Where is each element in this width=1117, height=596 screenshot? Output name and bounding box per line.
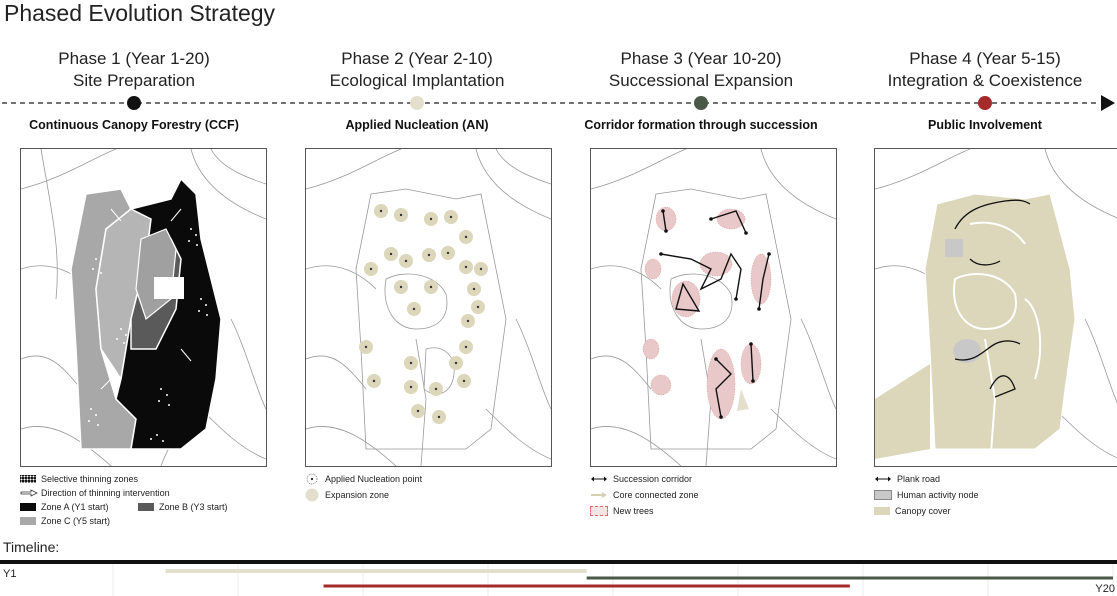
legend-item: Plank road	[874, 472, 979, 486]
phase-1-map	[20, 148, 267, 467]
clearing	[154, 277, 184, 299]
beige-circle-icon	[305, 488, 319, 502]
legend-label: Zone C (Y5 start)	[41, 516, 111, 526]
beige-swatch	[874, 507, 890, 515]
legend-label: Plank road	[897, 474, 941, 484]
phase-3-legend: Succession corridor Core connected zone …	[590, 472, 699, 518]
page-title: Phased Evolution Strategy	[4, 0, 276, 26]
phase-3-subtitle: Corridor formation through succession	[584, 118, 818, 132]
legend-label: Core connected zone	[613, 490, 699, 500]
legend-item: Human activity node	[874, 488, 979, 502]
legend-label: Selective thinning zones	[41, 474, 139, 484]
phase-3-dot	[694, 96, 708, 110]
legend-item: Canopy cover	[874, 504, 979, 518]
dark-grey-swatch	[138, 503, 154, 511]
phase-4-map	[874, 148, 1117, 467]
timeline-end-label: Y20	[1095, 583, 1115, 595]
phase-2-name: Ecological Implantation	[329, 71, 505, 90]
phase-4-legend: Plank road Human activity node Canopy co…	[874, 472, 979, 518]
legend-label: Expansion zone	[325, 490, 390, 500]
arrow-head-icon	[1101, 95, 1115, 111]
phase-3-map	[590, 148, 837, 467]
new-trees-clusters	[642, 206, 772, 420]
black-swatch	[20, 503, 36, 511]
phase-2-map	[305, 148, 552, 467]
nucleation-points	[359, 204, 488, 424]
legend-item: Expansion zone	[305, 488, 422, 502]
phase-1-subtitle: Continuous Canopy Forestry (CCF)	[29, 118, 239, 132]
timeline-chart	[0, 560, 1117, 596]
plank-roads	[954, 199, 1031, 398]
legend-label: Applied Nucleation point	[325, 474, 423, 484]
legend-label: Zone B (Y3 start)	[159, 502, 228, 512]
grey-swatch	[874, 490, 892, 500]
timeline-bars	[0, 560, 1117, 588]
phase-2-legend: Applied Nucleation point Expansion zone	[305, 472, 422, 502]
legend-label: Direction of thinning intervention	[41, 488, 170, 498]
phase-1-dot	[127, 96, 141, 110]
timeline-label: Timeline:	[3, 539, 60, 555]
human-activity-node-1	[945, 239, 963, 257]
phase-2-dot	[410, 96, 424, 110]
canopy-cover-area	[924, 193, 1076, 450]
red-dots-swatch	[590, 506, 608, 516]
core-connected-zone	[737, 389, 749, 411]
phase-4-heading-text: Phase 4 (Year 5-15)	[909, 49, 1061, 68]
phase-2-subtitle: Applied Nucleation (AN)	[345, 118, 489, 132]
phase-3-heading: Phase 3 (Year 10-20) Successional Expans…	[566, 48, 836, 92]
light-grey-swatch	[20, 517, 36, 525]
legend-item: Zone A (Y1 start)	[20, 500, 138, 514]
timeline-start-label: Y1	[3, 568, 17, 580]
phase-1-name: Site Preparation	[73, 71, 195, 90]
beige-arrow-icon	[591, 492, 607, 498]
phase-1-legend: Selective thinning zones Direction of th…	[20, 472, 228, 528]
phase-4-heading: Phase 4 (Year 5-15) Integration & Coexis…	[850, 48, 1117, 92]
phase-2-heading-text: Phase 2 (Year 2-10)	[341, 49, 493, 68]
canopy-cover-west	[875, 364, 930, 459]
legend-label: New trees	[613, 506, 654, 516]
hollow-arrow-icon	[20, 489, 38, 497]
phase-1-heading: Phase 1 (Year 1-20) Site Preparation	[0, 48, 269, 92]
legend-label: Canopy cover	[895, 506, 951, 516]
phase-4-subtitle: Public Involvement	[928, 118, 1042, 132]
thinning-dots-swatch	[20, 475, 36, 483]
legend-item: Zone C (Y5 start)	[20, 514, 228, 528]
legend-item: Zone B (Y3 start)	[138, 500, 228, 514]
phase-4-dot	[978, 96, 992, 110]
legend-item: Core connected zone	[590, 488, 699, 502]
phase-4-name: Integration & Coexistence	[887, 71, 1083, 90]
double-arrow-icon	[875, 476, 891, 482]
phase-1-heading-text: Phase 1 (Year 1-20)	[58, 49, 210, 68]
legend-item: Succession corridor	[590, 472, 699, 486]
phase-timeline-arrow	[2, 95, 1115, 111]
double-arrow-icon	[591, 476, 607, 482]
legend-item: Selective thinning zones	[20, 472, 228, 486]
legend-item: Direction of thinning intervention	[20, 486, 228, 500]
phase-3-name: Successional Expansion	[608, 71, 794, 90]
nucleation-point-icon	[306, 473, 318, 485]
legend-item: New trees	[590, 504, 699, 518]
phase-2-heading: Phase 2 (Year 2-10) Ecological Implantat…	[282, 48, 552, 92]
legend-label: Human activity node	[897, 490, 979, 500]
legend-label: Zone A (Y1 start)	[41, 502, 109, 512]
legend-item: Applied Nucleation point	[305, 472, 422, 486]
succession-corridors	[660, 210, 770, 418]
phase-3-heading-text: Phase 3 (Year 10-20)	[620, 49, 782, 68]
legend-label: Succession corridor	[613, 474, 693, 484]
